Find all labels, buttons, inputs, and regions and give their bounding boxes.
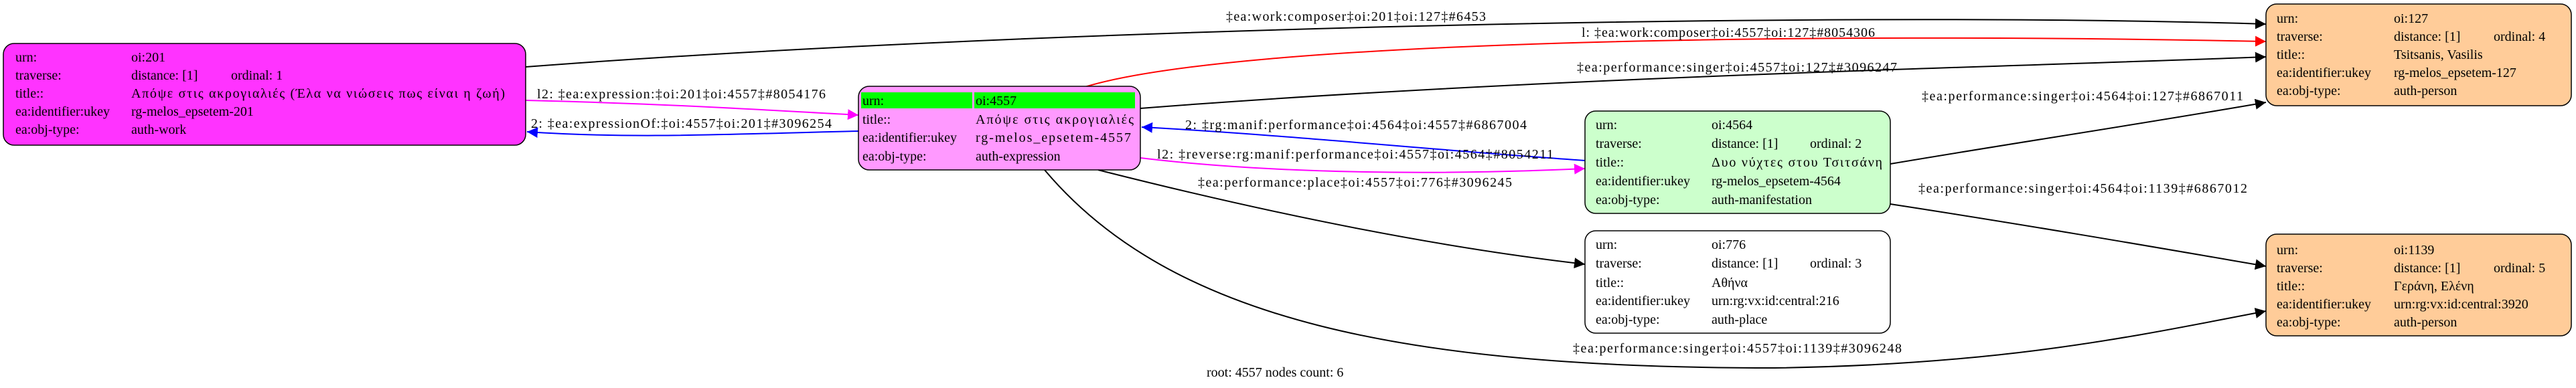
edge-label: l: ‡ea:work:composer‡oi:4557‡oi:127‡#805… <box>1582 25 1875 40</box>
field-value: ordinal: 1 <box>231 68 283 83</box>
edge-4557-776[interactable] <box>1097 169 1586 269</box>
field-label: urn: <box>2277 243 2298 258</box>
field-label: ea:obj-type: <box>1596 312 1660 327</box>
field-value: distance: [1] <box>131 68 198 83</box>
edge-label: 2: ‡rg:manif:performance‡oi:4564‡oi:4557… <box>1185 118 1527 132</box>
field-value: Tsitsanis, Vasilis <box>2394 47 2483 62</box>
field-value: auth-place <box>1712 312 1767 327</box>
field-value: oi:1139 <box>2394 243 2434 258</box>
node-4564[interactable]: urn: oi:4564 traverse: distance: [1] ord… <box>1584 110 1891 214</box>
field-value: Γεράνη, Ελένη <box>2394 279 2474 294</box>
field-label: traverse: <box>15 68 62 83</box>
field-label: title:: <box>1596 155 1624 170</box>
field-label: title:: <box>15 86 44 101</box>
field-value: oi:776 <box>1712 237 1746 252</box>
edge-label: 2: ‡ea:expressionOf:‡oi:4557‡oi:201‡#309… <box>531 116 832 131</box>
field-value: urn:rg:vx:id:central:3920 <box>2394 297 2528 312</box>
edge-4557-1139[interactable] <box>1044 169 2267 369</box>
node-201[interactable]: urn: oi:201 traverse: distance: [1] ordi… <box>3 43 526 146</box>
field-label: title:: <box>1596 276 1624 290</box>
node-1139[interactable]: urn: oi:1139 traverse: distance: [1] ord… <box>2265 233 2572 336</box>
root-highlight <box>861 92 972 108</box>
edge-label: ‡ea:performance:place‡oi:4557‡oi:776‡#30… <box>1198 175 1512 190</box>
field-value: rg-melos_epsetem-4564 <box>1712 174 1841 189</box>
edge-4557-127-singer[interactable] <box>1140 52 2267 109</box>
field-label: urn: <box>1596 237 1617 252</box>
field-value: rg-melos_epsetem-4557 <box>976 130 1131 145</box>
field-value: distance: [1] <box>2394 29 2460 44</box>
edge-4564-1139[interactable] <box>1890 203 2267 270</box>
field-label: traverse: <box>2277 261 2323 276</box>
field-value: ordinal: 4 <box>2494 29 2545 44</box>
field-label: ea:obj-type: <box>2277 315 2341 330</box>
field-label: urn: <box>2277 11 2298 26</box>
field-label: ea:obj-type: <box>862 149 927 164</box>
field-value: auth-manifestation <box>1712 193 1812 207</box>
field-label: title:: <box>862 112 891 127</box>
field-value: ordinal: 5 <box>2494 261 2545 276</box>
edge-label: ‡ea:performance:singer‡oi:4564‡oi:127‡#6… <box>1922 89 2243 104</box>
edge-label: ‡ea:performance:singer‡oi:4564‡oi:1139‡#… <box>1918 181 2247 196</box>
edges <box>525 18 2267 369</box>
root-highlight <box>974 92 1135 108</box>
field-label: ea:identifier:ukey <box>862 130 957 145</box>
field-label: traverse: <box>1596 136 1642 151</box>
field-label: urn: <box>862 94 884 108</box>
field-label: ea:obj-type: <box>2277 84 2341 98</box>
field-value: auth-person <box>2394 84 2457 98</box>
field-value: urn:rg:vx:id:central:216 <box>1712 294 1839 308</box>
field-label: ea:identifier:ukey <box>2277 66 2371 80</box>
field-value: distance: [1] <box>1712 136 1778 151</box>
edge-4564-4557[interactable] <box>1141 122 1586 161</box>
field-value: auth-work <box>131 122 186 137</box>
node-776[interactable]: urn: oi:776 traverse: distance: [1] ordi… <box>1584 230 1891 334</box>
edge-4557-127-composer[interactable] <box>1084 35 2267 88</box>
field-value: distance: [1] <box>1712 256 1778 271</box>
field-value: rg-melos_epsetem-127 <box>2394 66 2516 80</box>
edge-label: ‡ea:performance:singer‡oi:4557‡oi:1139‡#… <box>1573 341 1902 356</box>
node-127[interactable]: urn: oi:127 traverse: distance: [1] ordi… <box>2265 3 2572 106</box>
edge-label: ‡ea:work:composer‡oi:201‡oi:127‡#6453 <box>1226 9 1486 24</box>
field-value: oi:4564 <box>1712 118 1752 132</box>
node-4557-root[interactable]: urn: oi:4557 title:: Απόψε στις ακρογιαλ… <box>858 86 1141 171</box>
edge-label: ‡ea:performance:singer‡oi:4557‡oi:127‡#3… <box>1577 60 1897 75</box>
field-label: ea:obj-type: <box>1596 193 1660 207</box>
edge-4557-4564[interactable] <box>1140 157 1586 175</box>
field-value: oi:127 <box>2394 11 2428 26</box>
field-value: auth-person <box>2394 315 2457 330</box>
field-value: rg-melos_epsetem-201 <box>131 104 254 119</box>
field-label: title:: <box>2277 47 2305 62</box>
field-value: ordinal: 2 <box>1810 136 1862 151</box>
edge-label: l2: ‡ea:expression:‡oi:201‡oi:4557‡#8054… <box>537 87 826 102</box>
field-value: Δυο νύχτες στου Τσιτσάνη <box>1712 155 1882 170</box>
edge-labels: ‡ea:work:composer‡oi:201‡oi:127‡#6453 l:… <box>531 9 2247 356</box>
edge-label: l2: ‡reverse:rg:manif:performance‡oi:455… <box>1157 147 1554 162</box>
edge-4564-127[interactable] <box>1890 98 2267 165</box>
field-label: ea:identifier:ukey <box>15 104 110 119</box>
field-label: ea:obj-type: <box>15 122 80 137</box>
field-value: oi:201 <box>131 50 165 65</box>
field-value: distance: [1] <box>2394 261 2460 276</box>
graph-footer: root: 4557 nodes count: 6 <box>1207 365 1343 380</box>
field-label: urn: <box>1596 118 1617 132</box>
field-label: ea:identifier:ukey <box>1596 294 1690 308</box>
field-label: urn: <box>15 50 37 65</box>
edge-201-4557[interactable] <box>525 100 859 120</box>
field-label: ea:identifier:ukey <box>2277 297 2371 312</box>
field-label: ea:identifier:ukey <box>1596 174 1690 189</box>
field-label: title:: <box>2277 279 2305 294</box>
field-value: auth-expression <box>976 149 1061 164</box>
field-label: traverse: <box>2277 29 2323 44</box>
field-value: ordinal: 3 <box>1810 256 1862 271</box>
edge-4557-201[interactable] <box>526 127 859 138</box>
field-label: traverse: <box>1596 256 1642 271</box>
field-value: Απόψε στις ακρογιαλιές (Έλα να νιώσεις π… <box>131 86 505 101</box>
field-value: Αθήνα <box>1712 276 1748 290</box>
edge-201-127[interactable] <box>525 18 2267 68</box>
field-value: oi:4557 <box>976 94 1016 108</box>
